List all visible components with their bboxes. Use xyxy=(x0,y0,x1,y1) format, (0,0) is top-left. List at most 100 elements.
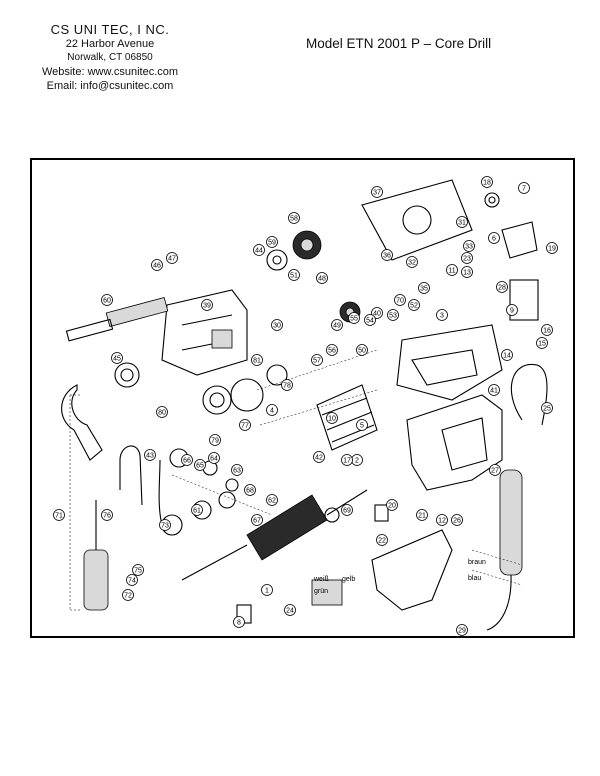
part-number-label: 76 xyxy=(103,512,111,519)
part-callout-12: 12 xyxy=(436,514,448,526)
part-number-label: 33 xyxy=(465,243,473,250)
wire-label: blau xyxy=(468,575,481,582)
part-number-label: 41 xyxy=(490,387,498,394)
part-number-label: 32 xyxy=(408,259,416,266)
part-callout-36: 36 xyxy=(381,249,393,261)
stator-coil xyxy=(316,384,378,451)
part-callout-18: 18 xyxy=(481,176,493,188)
part-number-label: 36 xyxy=(383,252,391,259)
company-street: 22 Harbor Avenue xyxy=(65,38,155,50)
part-callout-77: 77 xyxy=(239,419,251,431)
part-number-label: 79 xyxy=(211,437,219,444)
part-callout-72: 72 xyxy=(122,589,134,601)
part-number-label: 70 xyxy=(396,297,404,304)
part-number-label: 81 xyxy=(253,357,261,364)
part-callout-9: 9 xyxy=(506,304,518,316)
part-callout-6: 6 xyxy=(488,232,500,244)
part-number-label: 61 xyxy=(193,507,201,514)
part-number-label: 31 xyxy=(458,219,466,226)
part-callout-43: 43 xyxy=(144,449,156,461)
part-callout-66: 66 xyxy=(181,454,193,466)
part-callout-63: 63 xyxy=(231,464,243,476)
part-callout-17: 17 xyxy=(341,454,353,466)
company-website: Website: www.csunitec.com xyxy=(41,66,179,78)
part-callout-4: 4 xyxy=(266,404,278,416)
part-callout-74: 74 xyxy=(126,574,138,586)
part-callout-7: 7 xyxy=(518,182,530,194)
bearing-plate xyxy=(361,179,473,261)
part-callout-57: 57 xyxy=(311,354,323,366)
part-number-label: 51 xyxy=(290,272,298,279)
part-number-label: 47 xyxy=(168,255,176,262)
part-callout-30: 30 xyxy=(271,319,283,331)
part-number-label: 77 xyxy=(241,422,249,429)
part-number-label: 37 xyxy=(373,189,381,196)
part-number-label: 1 xyxy=(265,587,269,594)
part-number-label: 55 xyxy=(350,315,358,322)
part-number-label: 17 xyxy=(343,457,351,464)
part-callout-16: 16 xyxy=(541,324,553,336)
part-number-label: 80 xyxy=(158,409,166,416)
part-callout-11: 11 xyxy=(446,264,458,276)
part-number-callouts: 1234567891011121314151617181920212223242… xyxy=(53,176,558,636)
depth-rod xyxy=(119,445,163,526)
part-number-label: 20 xyxy=(388,502,396,509)
part-callout-56: 56 xyxy=(326,344,338,356)
part-callout-3: 3 xyxy=(436,309,448,321)
part-callout-10: 10 xyxy=(326,412,338,424)
part-number-label: 35 xyxy=(420,285,428,292)
part-number-label: 18 xyxy=(483,179,491,186)
part-number-label: 65 xyxy=(196,462,204,469)
part-number-label: 75 xyxy=(134,567,142,574)
part-number-label: 6 xyxy=(492,235,496,242)
part-number-label: 69 xyxy=(343,507,351,514)
part-callout-14: 14 xyxy=(501,349,513,361)
part-number-label: 68 xyxy=(246,487,254,494)
part-callout-59: 59 xyxy=(266,236,278,248)
wire-label: braun xyxy=(468,559,486,566)
part-number-label: 48 xyxy=(318,275,326,282)
part-callout-45: 45 xyxy=(111,352,123,364)
part-callout-29: 29 xyxy=(456,624,468,636)
part-number-label: 16 xyxy=(543,327,551,334)
part-number-label: 49 xyxy=(333,322,341,329)
part-number-label: 11 xyxy=(448,267,455,274)
part-callout-65: 65 xyxy=(194,459,206,471)
part-callout-32: 32 xyxy=(406,256,418,268)
part-callout-5: 5 xyxy=(356,419,368,431)
part-number-label: 42 xyxy=(315,454,323,461)
company-email: Email: info@csunitec.com xyxy=(46,80,174,92)
company-name: CS UNI TEC, I NC. xyxy=(50,22,170,37)
part-number-label: 8 xyxy=(237,619,241,626)
part-callout-35: 35 xyxy=(418,282,430,294)
part-callout-21: 21 xyxy=(416,509,428,521)
part-callout-39: 39 xyxy=(201,299,213,311)
part-callout-78: 78 xyxy=(281,379,293,391)
part-number-label: 25 xyxy=(543,405,551,412)
part-callout-75: 75 xyxy=(132,564,144,576)
part-number-label: 50 xyxy=(358,347,366,354)
leader-lines xyxy=(69,349,523,611)
part-number-label: 14 xyxy=(503,352,511,359)
part-number-label: 4 xyxy=(270,407,274,414)
spindle xyxy=(65,296,169,342)
part-callout-31: 31 xyxy=(456,216,468,228)
part-number-label: 15 xyxy=(538,340,546,347)
part-number-label: 22 xyxy=(378,537,386,544)
part-number-label: 73 xyxy=(161,522,169,529)
part-callout-81: 81 xyxy=(251,354,263,366)
part-number-label: 28 xyxy=(498,284,506,291)
part-callout-64: 64 xyxy=(208,452,220,464)
part-number-label: 74 xyxy=(128,577,136,584)
part-callout-51: 51 xyxy=(288,269,300,281)
part-callout-25: 25 xyxy=(541,402,553,414)
part-callout-8: 8 xyxy=(233,616,245,628)
part-number-label: 40 xyxy=(373,310,381,317)
motor-housing xyxy=(396,324,503,401)
part-number-label: 7 xyxy=(522,185,526,192)
parts-diagram-canvas: 1234567891011121314151617181920212223242… xyxy=(53,176,558,636)
part-callout-69: 69 xyxy=(341,504,353,516)
part-number-label: 53 xyxy=(389,312,397,319)
part-callout-20: 20 xyxy=(386,499,398,511)
